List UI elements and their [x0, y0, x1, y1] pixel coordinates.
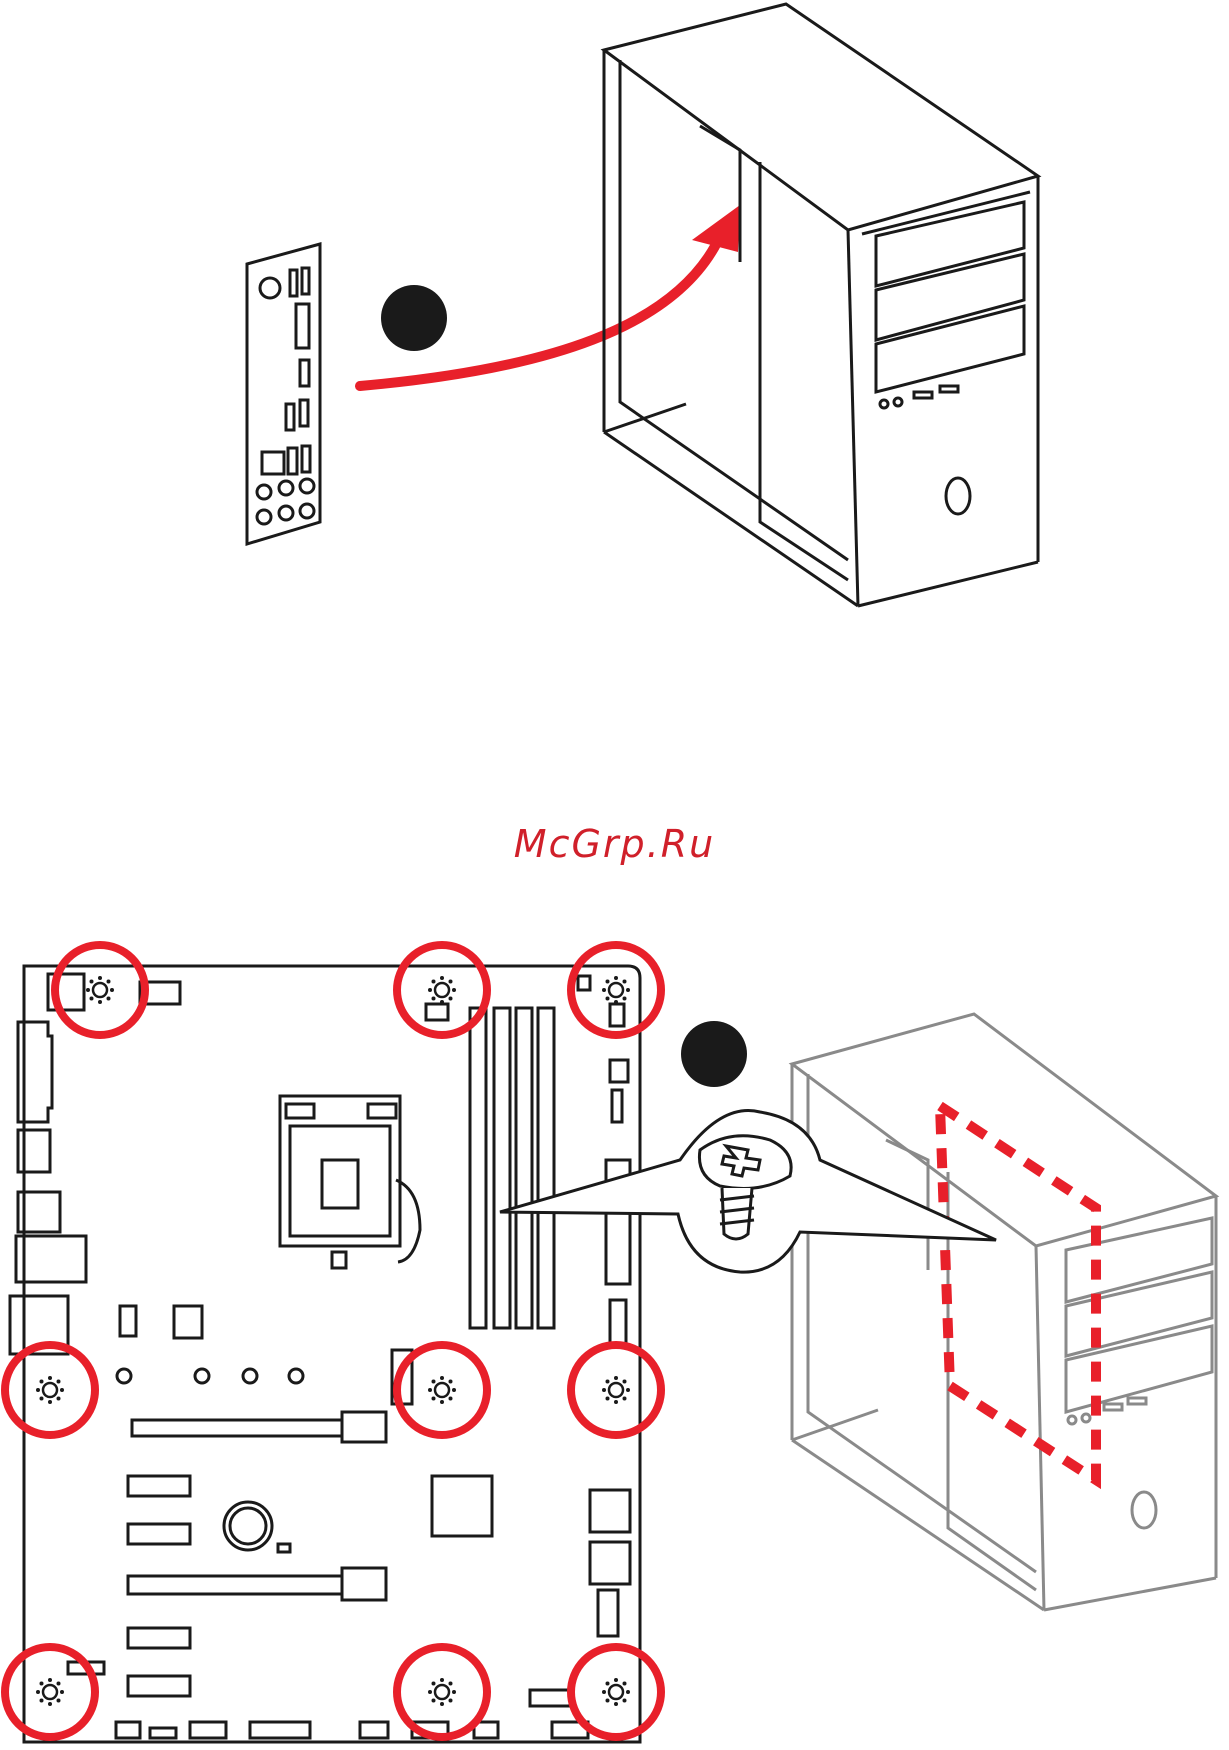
- io-shield-icon: [247, 244, 320, 544]
- pc-case-icon: [604, 4, 1038, 606]
- pc-case-icon: [792, 1014, 1216, 1610]
- watermark-text: McGrp.Ru: [0, 822, 1229, 866]
- motherboard-icon: [10, 966, 640, 1742]
- step-marker-1: [381, 285, 447, 351]
- step-marker-2: [681, 1021, 747, 1087]
